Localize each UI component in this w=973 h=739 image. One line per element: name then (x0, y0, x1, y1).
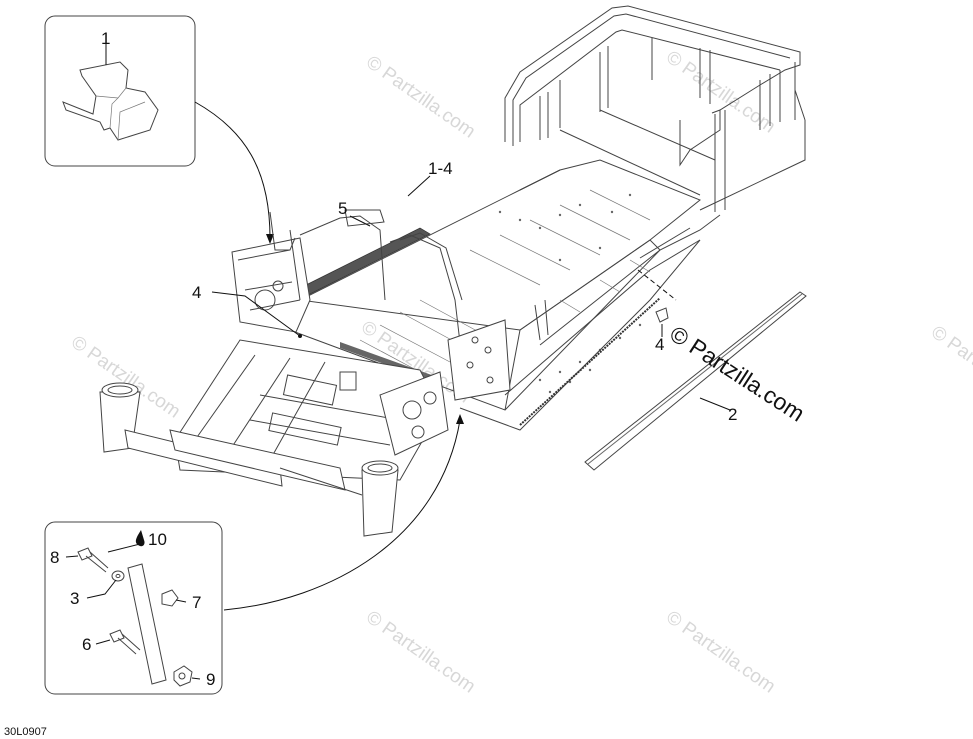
frame-tub (294, 159, 721, 411)
watermark-5: © Partzilla.com (927, 322, 973, 413)
callout-5: 5 (338, 199, 347, 218)
callout-2: 2 (728, 405, 737, 424)
arrow-head-2 (456, 414, 464, 424)
callout-8: 8 (50, 548, 59, 567)
inset-bracket-detail (44, 15, 196, 167)
leader-inset-2 (223, 419, 461, 611)
callout-3: 3 (70, 589, 79, 608)
callout-7: 7 (192, 593, 201, 612)
watermark-1: © Partzilla.com (362, 52, 479, 143)
callout-9: 9 (206, 670, 215, 689)
callout-4-left: 4 (192, 283, 201, 302)
rear-rack (504, 5, 806, 212)
leader-4-left (211, 291, 301, 337)
watermark-7: © Partzilla.com (662, 607, 779, 698)
part-4-fastener (637, 269, 677, 337)
watermark-6: © Partzilla.com (362, 607, 479, 698)
callout-4-right: 4 (655, 335, 664, 354)
leader-2 (699, 397, 731, 411)
watermark-group: © Partzilla.com © Partzilla.com © Partzi… (67, 47, 973, 698)
callout-10: 10 (148, 530, 167, 549)
arrow-head-1 (266, 234, 274, 244)
callout-6: 6 (82, 635, 91, 654)
slide-runners (459, 227, 807, 471)
drawing-code: 30L0907 (4, 726, 47, 738)
front-frame (99, 209, 511, 537)
leader-5 (349, 215, 371, 227)
callout-1-4: 1-4 (428, 159, 453, 178)
leader-1-4 (407, 175, 431, 197)
leader-inset-1 (194, 101, 271, 239)
inset-hardware-detail (44, 521, 223, 695)
callout-1: 1 (101, 29, 110, 48)
